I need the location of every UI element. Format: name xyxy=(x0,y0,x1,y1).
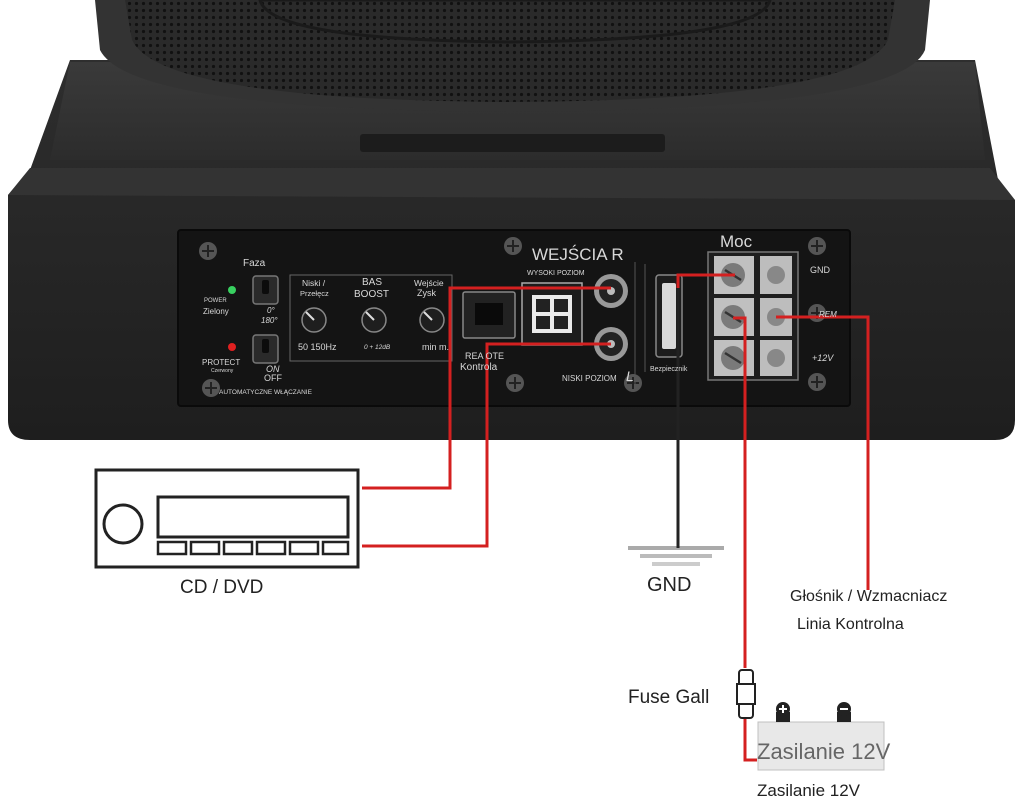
phase-0-label: 0° xyxy=(267,306,275,315)
on-label: ON xyxy=(266,364,280,374)
crossover-knob[interactable] xyxy=(301,307,327,333)
bass-boost-knob[interactable] xyxy=(361,307,387,333)
faza-label: Faza xyxy=(243,258,266,269)
bass-boost-label-2: BOOST xyxy=(354,289,390,300)
left-channel-label: L xyxy=(626,368,634,384)
rca-wire-right xyxy=(362,286,611,490)
gain-label-1: Wejście xyxy=(414,278,444,288)
remote-label-2: Kontrola xyxy=(460,362,498,373)
crossover-label-1: Niski / xyxy=(302,278,326,288)
screw-icon xyxy=(199,242,217,260)
screw-icon xyxy=(506,374,524,392)
remote-label-1: REA OTE xyxy=(465,351,505,361)
protect-led xyxy=(228,343,236,351)
battery-label: Zasilanie 12V xyxy=(757,739,891,764)
ground-wire-red xyxy=(676,273,735,288)
screw-icon xyxy=(202,379,220,397)
czerwony-label: Czerwony xyxy=(211,368,234,374)
gain-range-label: min m. xyxy=(422,342,449,352)
power-led xyxy=(228,286,236,294)
cd-dvd-head-unit xyxy=(94,468,360,569)
bass-boost-label-1: BAS xyxy=(362,277,383,288)
remote-port[interactable] xyxy=(462,291,516,339)
gnd-terminal-label: GND xyxy=(810,265,830,275)
power-title: Moc xyxy=(720,232,753,251)
phase-180-label: 180° xyxy=(261,316,278,325)
fuse-gall-label: Fuse Gall xyxy=(628,687,710,708)
screw-icon xyxy=(808,373,826,391)
rem-terminal-label: REM xyxy=(819,310,837,319)
control-line-label: Linia Kontrolna xyxy=(797,616,904,633)
rca-wire-left xyxy=(362,342,611,548)
low-level-label: NISKI POZIOM xyxy=(562,374,617,383)
screw-icon xyxy=(808,237,826,255)
high-level-label: WYSOKI POZIOM xyxy=(527,270,585,277)
high-level-input-plug[interactable] xyxy=(521,282,583,346)
speaker-amp-label: Głośnik / Wzmacniacz xyxy=(790,588,948,605)
fuse-label: Bezpiecznik xyxy=(650,366,688,373)
gnd-label: GND xyxy=(647,574,692,596)
zielony-label: Zielony xyxy=(203,307,229,316)
inline-fuse-icon xyxy=(736,669,756,719)
fuse-holder[interactable] xyxy=(655,274,683,358)
battery-icon xyxy=(757,702,885,771)
inputs-title: WEJŚCIA R xyxy=(532,245,624,264)
gain-label-2: Zysk xyxy=(417,288,436,298)
rca-input-right[interactable] xyxy=(594,274,628,308)
gain-knob[interactable] xyxy=(419,307,445,333)
cd-dvd-label: CD / DVD xyxy=(180,577,264,598)
screw-icon xyxy=(624,374,642,392)
auto-on-label: AUTOMATYCZNE WŁĄCZANIE xyxy=(219,389,312,396)
protect-label: PROTECT xyxy=(202,358,241,367)
plus12-terminal-label: +12V xyxy=(812,353,834,363)
freq-range-label: 50 150Hz xyxy=(298,342,337,352)
off-label: OFF xyxy=(264,373,282,383)
power-supply-label: Zasilanie 12V xyxy=(757,781,861,800)
screw-icon xyxy=(504,237,522,255)
power-wire xyxy=(733,316,747,668)
boost-range-label: 0 + 12dB xyxy=(364,344,391,351)
power-label: POWER xyxy=(204,298,227,304)
battery-wire xyxy=(743,718,757,762)
remote-wire xyxy=(776,315,870,590)
ground-symbol xyxy=(628,546,724,566)
speaker-grille xyxy=(95,0,930,112)
crossover-label-2: Przełęcz xyxy=(300,289,329,298)
